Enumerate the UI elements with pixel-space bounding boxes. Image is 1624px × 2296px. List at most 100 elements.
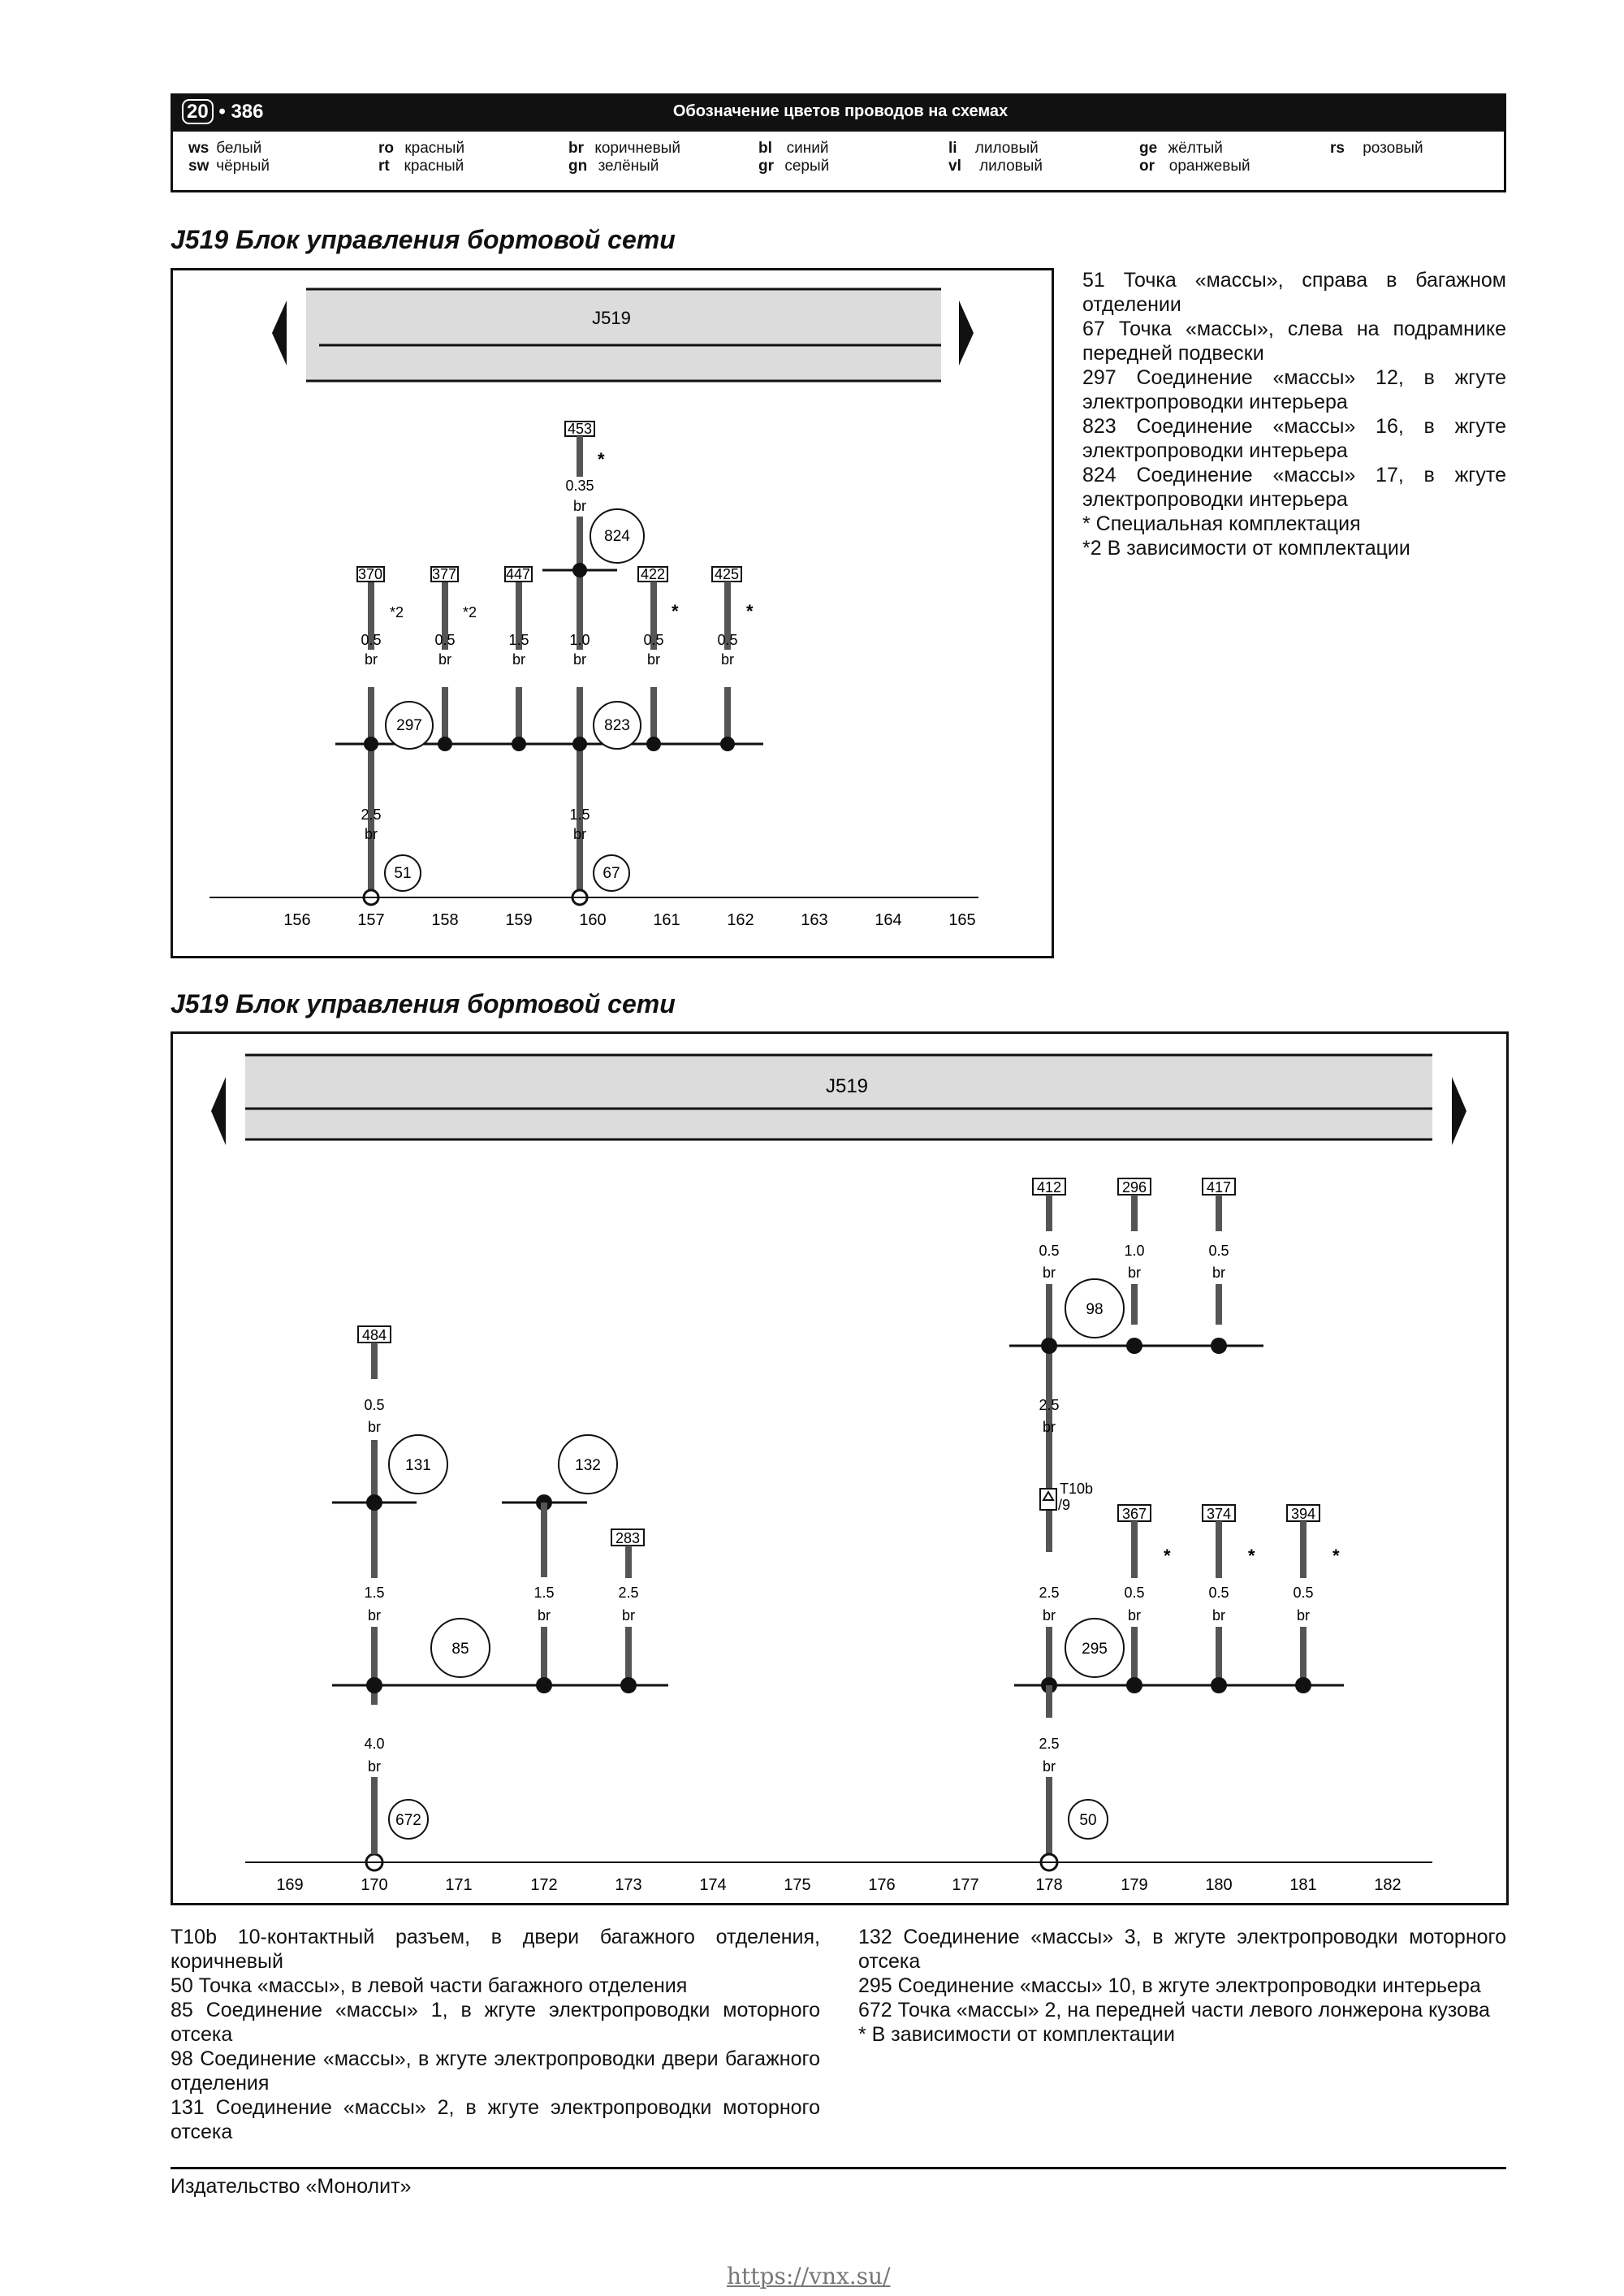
axis-label: 175 <box>784 1876 810 1894</box>
wire-gauge: 0.35 <box>565 478 594 494</box>
color-name: серый <box>784 158 830 175</box>
wire-gauge: 1.0 <box>569 632 590 648</box>
page-bullet: • <box>218 101 226 123</box>
diagram1-frame: J519 370 377 447 *2 *2 0.5 br 0.5 br 1.5… <box>171 268 1054 958</box>
wire-gauge: 0.5 <box>1293 1585 1313 1601</box>
wire-color: br <box>1043 1419 1056 1435</box>
wire <box>371 1343 378 1379</box>
ground-point-50 <box>1068 1799 1108 1840</box>
splice-dot <box>1211 1338 1227 1354</box>
wire <box>577 687 583 890</box>
unit-label: J519 <box>826 1075 868 1097</box>
wire <box>1216 1627 1222 1685</box>
pin-label: 425 <box>715 566 739 582</box>
circle-label: 51 <box>394 865 411 882</box>
legend-item: 85 Соединение «массы» 1, в жгуте электро… <box>171 1999 820 2046</box>
axis-label: 170 <box>361 1876 387 1894</box>
axis-label: 173 <box>615 1876 641 1894</box>
ground-point-51 <box>384 854 421 892</box>
wire-gauge: 1.5 <box>569 806 590 823</box>
wire <box>625 1666 632 1685</box>
watermark-link[interactable]: https://vnx.su/ <box>727 2263 891 2290</box>
splice-dot <box>1126 1338 1142 1354</box>
wire-gauge: 0.5 <box>717 632 737 648</box>
pin-label: 394 <box>1291 1506 1315 1522</box>
connector-arrow-icon <box>1042 1490 1055 1501</box>
splice-dot <box>364 737 378 751</box>
wire-color: br <box>1128 1607 1141 1624</box>
pin-label: 417 <box>1207 1179 1231 1196</box>
legend-item: 67 Точка «массы», слева на подрамнике пе… <box>1082 318 1506 365</box>
legend-item: 131 Соединение «массы» 2, в жгуте электр… <box>171 2096 820 2143</box>
wire-color: br <box>1212 1265 1225 1281</box>
diagram1-title: J519 Блок управления бортовой сети <box>171 225 676 254</box>
legend-item: *2 В зависимости от комплектации <box>1082 537 1410 560</box>
color-code: ge <box>1139 140 1158 157</box>
splice-dot <box>646 737 661 751</box>
circle-label: 131 <box>405 1457 431 1474</box>
color-name: зелёный <box>598 158 659 175</box>
legend-item: T10b 10-контактный разъем, в двери багаж… <box>171 1926 820 1973</box>
wire-gauge: 4.0 <box>364 1736 384 1752</box>
wire-gauge: 2.5 <box>1039 1736 1059 1752</box>
arrow-left-icon <box>211 1077 226 1145</box>
color-col-7: rs розовый <box>1330 140 1423 158</box>
axis-label: 159 <box>505 911 532 929</box>
color-code: or <box>1139 158 1155 175</box>
wire-color: br <box>512 651 525 668</box>
wire-gauge: 0.5 <box>1208 1585 1229 1601</box>
j519-block <box>306 289 941 381</box>
axis-label: 172 <box>530 1876 557 1894</box>
ground-splice-824 <box>590 508 645 564</box>
wire-color: br <box>368 1419 381 1435</box>
axis-label: 164 <box>875 911 901 929</box>
wire-color: br <box>368 1758 381 1775</box>
circle-label: 50 <box>1079 1812 1096 1829</box>
axis-label: 182 <box>1374 1876 1401 1894</box>
wire <box>1300 1627 1307 1685</box>
wire <box>1131 1627 1138 1685</box>
color-name: красный <box>404 158 464 175</box>
note-mark: * <box>1164 1546 1171 1566</box>
color-code: br <box>568 140 584 157</box>
wire-gauge: 2.5 <box>1039 1585 1059 1601</box>
color-name: белый <box>216 140 262 157</box>
pin-label: 484 <box>362 1327 387 1343</box>
unit-label: J519 <box>592 308 631 328</box>
color-code: rt <box>378 158 390 175</box>
splice-dot <box>572 737 587 751</box>
wire-gauge: 0.5 <box>1039 1243 1059 1259</box>
circle-label: 823 <box>604 717 630 734</box>
wire-gauge: 0.5 <box>1208 1243 1229 1259</box>
legend-item: * Специальная комплектация <box>1082 512 1361 535</box>
wire-color: br <box>368 1607 381 1624</box>
color-col-5: li лиловый vl лиловый <box>948 140 1043 175</box>
pin-label: 367 <box>1122 1506 1147 1522</box>
axis-label: 161 <box>653 911 680 929</box>
wire <box>1131 1195 1138 1231</box>
legend-item: 823 Соединение «массы» 16, в жгуте элект… <box>1082 415 1506 462</box>
legend-item: 50 Точка «массы», в левой части багажног… <box>171 1974 688 1997</box>
page-section: 20 <box>182 99 214 124</box>
wire <box>541 1666 547 1685</box>
axis-label: 176 <box>868 1876 895 1894</box>
color-code: vl <box>948 158 961 175</box>
wire <box>541 1627 547 1666</box>
legend-item: 297 Соединение «массы» 12, в жгуте элект… <box>1082 366 1506 413</box>
axis-label: 158 <box>431 911 458 929</box>
axis-label: 174 <box>699 1876 726 1894</box>
note-mark: *2 <box>463 604 477 620</box>
note-mark: *2 <box>390 604 404 620</box>
pin-label: 377 <box>432 566 456 582</box>
pin-label: 370 <box>358 566 382 582</box>
color-code: gr <box>758 158 774 175</box>
wire <box>1300 1521 1307 1578</box>
wire-color: br <box>1297 1607 1310 1624</box>
color-name: лиловый <box>974 140 1039 157</box>
pin-label: 422 <box>641 566 665 582</box>
wire-gauge: 0.5 <box>1124 1585 1144 1601</box>
color-code: li <box>948 140 957 157</box>
splice-dot <box>536 1677 552 1693</box>
diagram2-frame: J519 484 0.5 br 131 132 283 1.5 br 1.5 b… <box>171 1031 1509 1905</box>
wire <box>577 436 583 477</box>
